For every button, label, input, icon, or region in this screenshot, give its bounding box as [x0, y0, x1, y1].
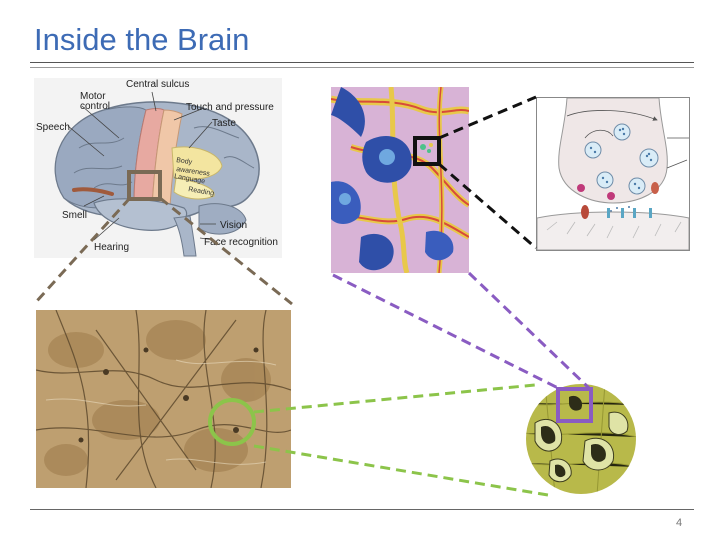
neuron-culture-illustration	[36, 310, 291, 488]
central-sulcus-label: Central sulcus	[126, 79, 190, 90]
brain-illustration: Body awareness Language Reading	[54, 91, 260, 257]
culture-to-tissue-connector-top	[253, 383, 536, 414]
brain-to-culture-connector-left	[34, 196, 132, 304]
culture-to-tissue-connector-bottom	[253, 444, 549, 497]
stained-neurons-image	[331, 87, 469, 273]
tissue-cell-marker-box	[556, 387, 593, 423]
title-divider	[30, 62, 694, 63]
vision-label: Vision	[220, 220, 248, 231]
tissue-to-neuron-connector-left	[332, 273, 561, 391]
taste-label: Taste	[212, 118, 236, 129]
synapse-illustration	[537, 98, 689, 250]
smell-label: Smell	[62, 210, 88, 221]
page-number: 4	[676, 517, 683, 529]
tissue-to-neuron-connector-right	[467, 271, 592, 391]
motor-control-label-line2: control	[80, 101, 111, 112]
speech-label: Speech	[36, 122, 70, 133]
culture-cell-marker-circle	[208, 398, 256, 446]
body-awareness-label-line1: Body	[176, 157, 193, 166]
stained-tissue-image	[525, 383, 637, 495]
neuron-to-synapse-connector-top	[438, 95, 537, 140]
neuron-culture-micrograph	[36, 310, 291, 488]
stained-tissue-illustration	[526, 384, 636, 494]
reading-label: Reading	[188, 186, 215, 197]
stained-neurons-illustration	[331, 87, 469, 273]
face-recognition-label: Face recognition	[204, 237, 278, 248]
slide-title: Inside the Brain	[34, 22, 250, 57]
brain-to-culture-connector-right	[159, 196, 293, 306]
brain-region-marker-box	[127, 170, 162, 201]
brain-diagram: Body awareness Language Reading Central …	[34, 78, 282, 258]
title-divider-secondary	[30, 67, 694, 68]
body-awareness-label-line2: awareness	[176, 166, 211, 178]
hearing-label: Hearing	[94, 242, 130, 253]
footer-divider	[30, 509, 694, 510]
touch-pressure-label: Touch and pressure	[186, 102, 274, 113]
neuron-synapse-marker-box	[413, 136, 441, 166]
motor-control-label-line1: Motor	[80, 91, 106, 102]
neuron-to-synapse-connector-bottom	[438, 162, 537, 250]
synapse-diagram	[536, 97, 690, 251]
